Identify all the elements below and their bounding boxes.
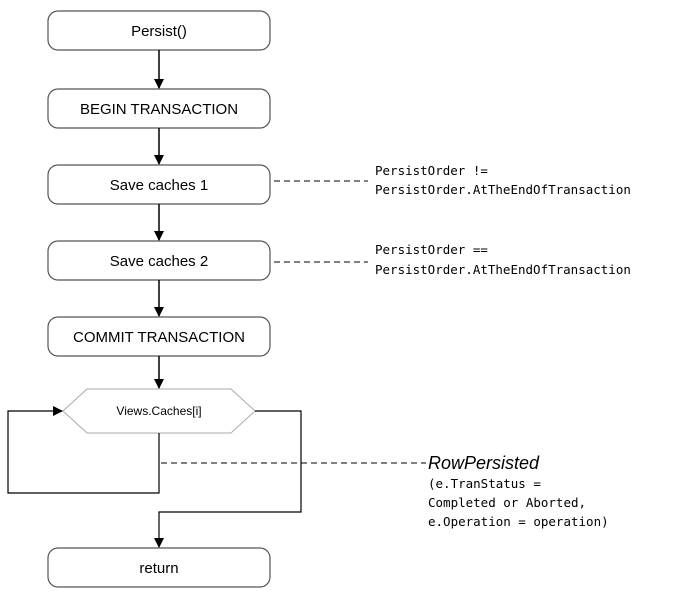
event-note-line1: (e.TranStatus =	[428, 476, 541, 491]
save2-note-line2: PersistOrder.AtTheEndOfTransaction	[375, 262, 631, 277]
persist-label: Persist()	[131, 23, 187, 40]
save2-note-line1: PersistOrder ==	[375, 242, 488, 257]
save-caches-2-label: Save caches 2	[110, 253, 208, 270]
save-caches-2-step: Save caches 2	[47, 240, 271, 281]
loop-step: Views.Caches[i]	[62, 388, 256, 434]
loop-body-path	[7, 406, 160, 494]
event-note-line2: Completed or Aborted,	[428, 495, 586, 510]
commit-transaction-step: COMMIT TRANSACTION	[47, 316, 271, 357]
return-label: return	[139, 560, 178, 577]
save1-note: PersistOrder != PersistOrder.AtTheEndOfT…	[375, 163, 631, 197]
return-step: return	[47, 547, 271, 588]
loop-exit-path	[154, 410, 302, 548]
save2-note: PersistOrder == PersistOrder.AtTheEndOfT…	[375, 242, 631, 277]
save1-note-line2: PersistOrder.AtTheEndOfTransaction	[375, 182, 631, 197]
return-box	[47, 547, 271, 588]
save1-note-line1: PersistOrder !=	[375, 163, 488, 178]
save-caches-1-step: Save caches 1	[47, 164, 271, 205]
event-note-line3: e.Operation = operation)	[428, 514, 609, 529]
save-caches-1-label: Save caches 1	[110, 177, 208, 194]
persist-step: Persist()	[47, 10, 271, 51]
event-note: RowPersisted (e.TranStatus = Completed o…	[428, 453, 609, 529]
begin-transaction-step: BEGIN TRANSACTION	[47, 88, 271, 129]
event-note-title: RowPersisted	[428, 453, 540, 473]
loop-label: Views.Caches[i]	[116, 404, 201, 418]
begin-transaction-label: BEGIN TRANSACTION	[80, 101, 238, 118]
commit-transaction-label: COMMIT TRANSACTION	[73, 329, 245, 346]
